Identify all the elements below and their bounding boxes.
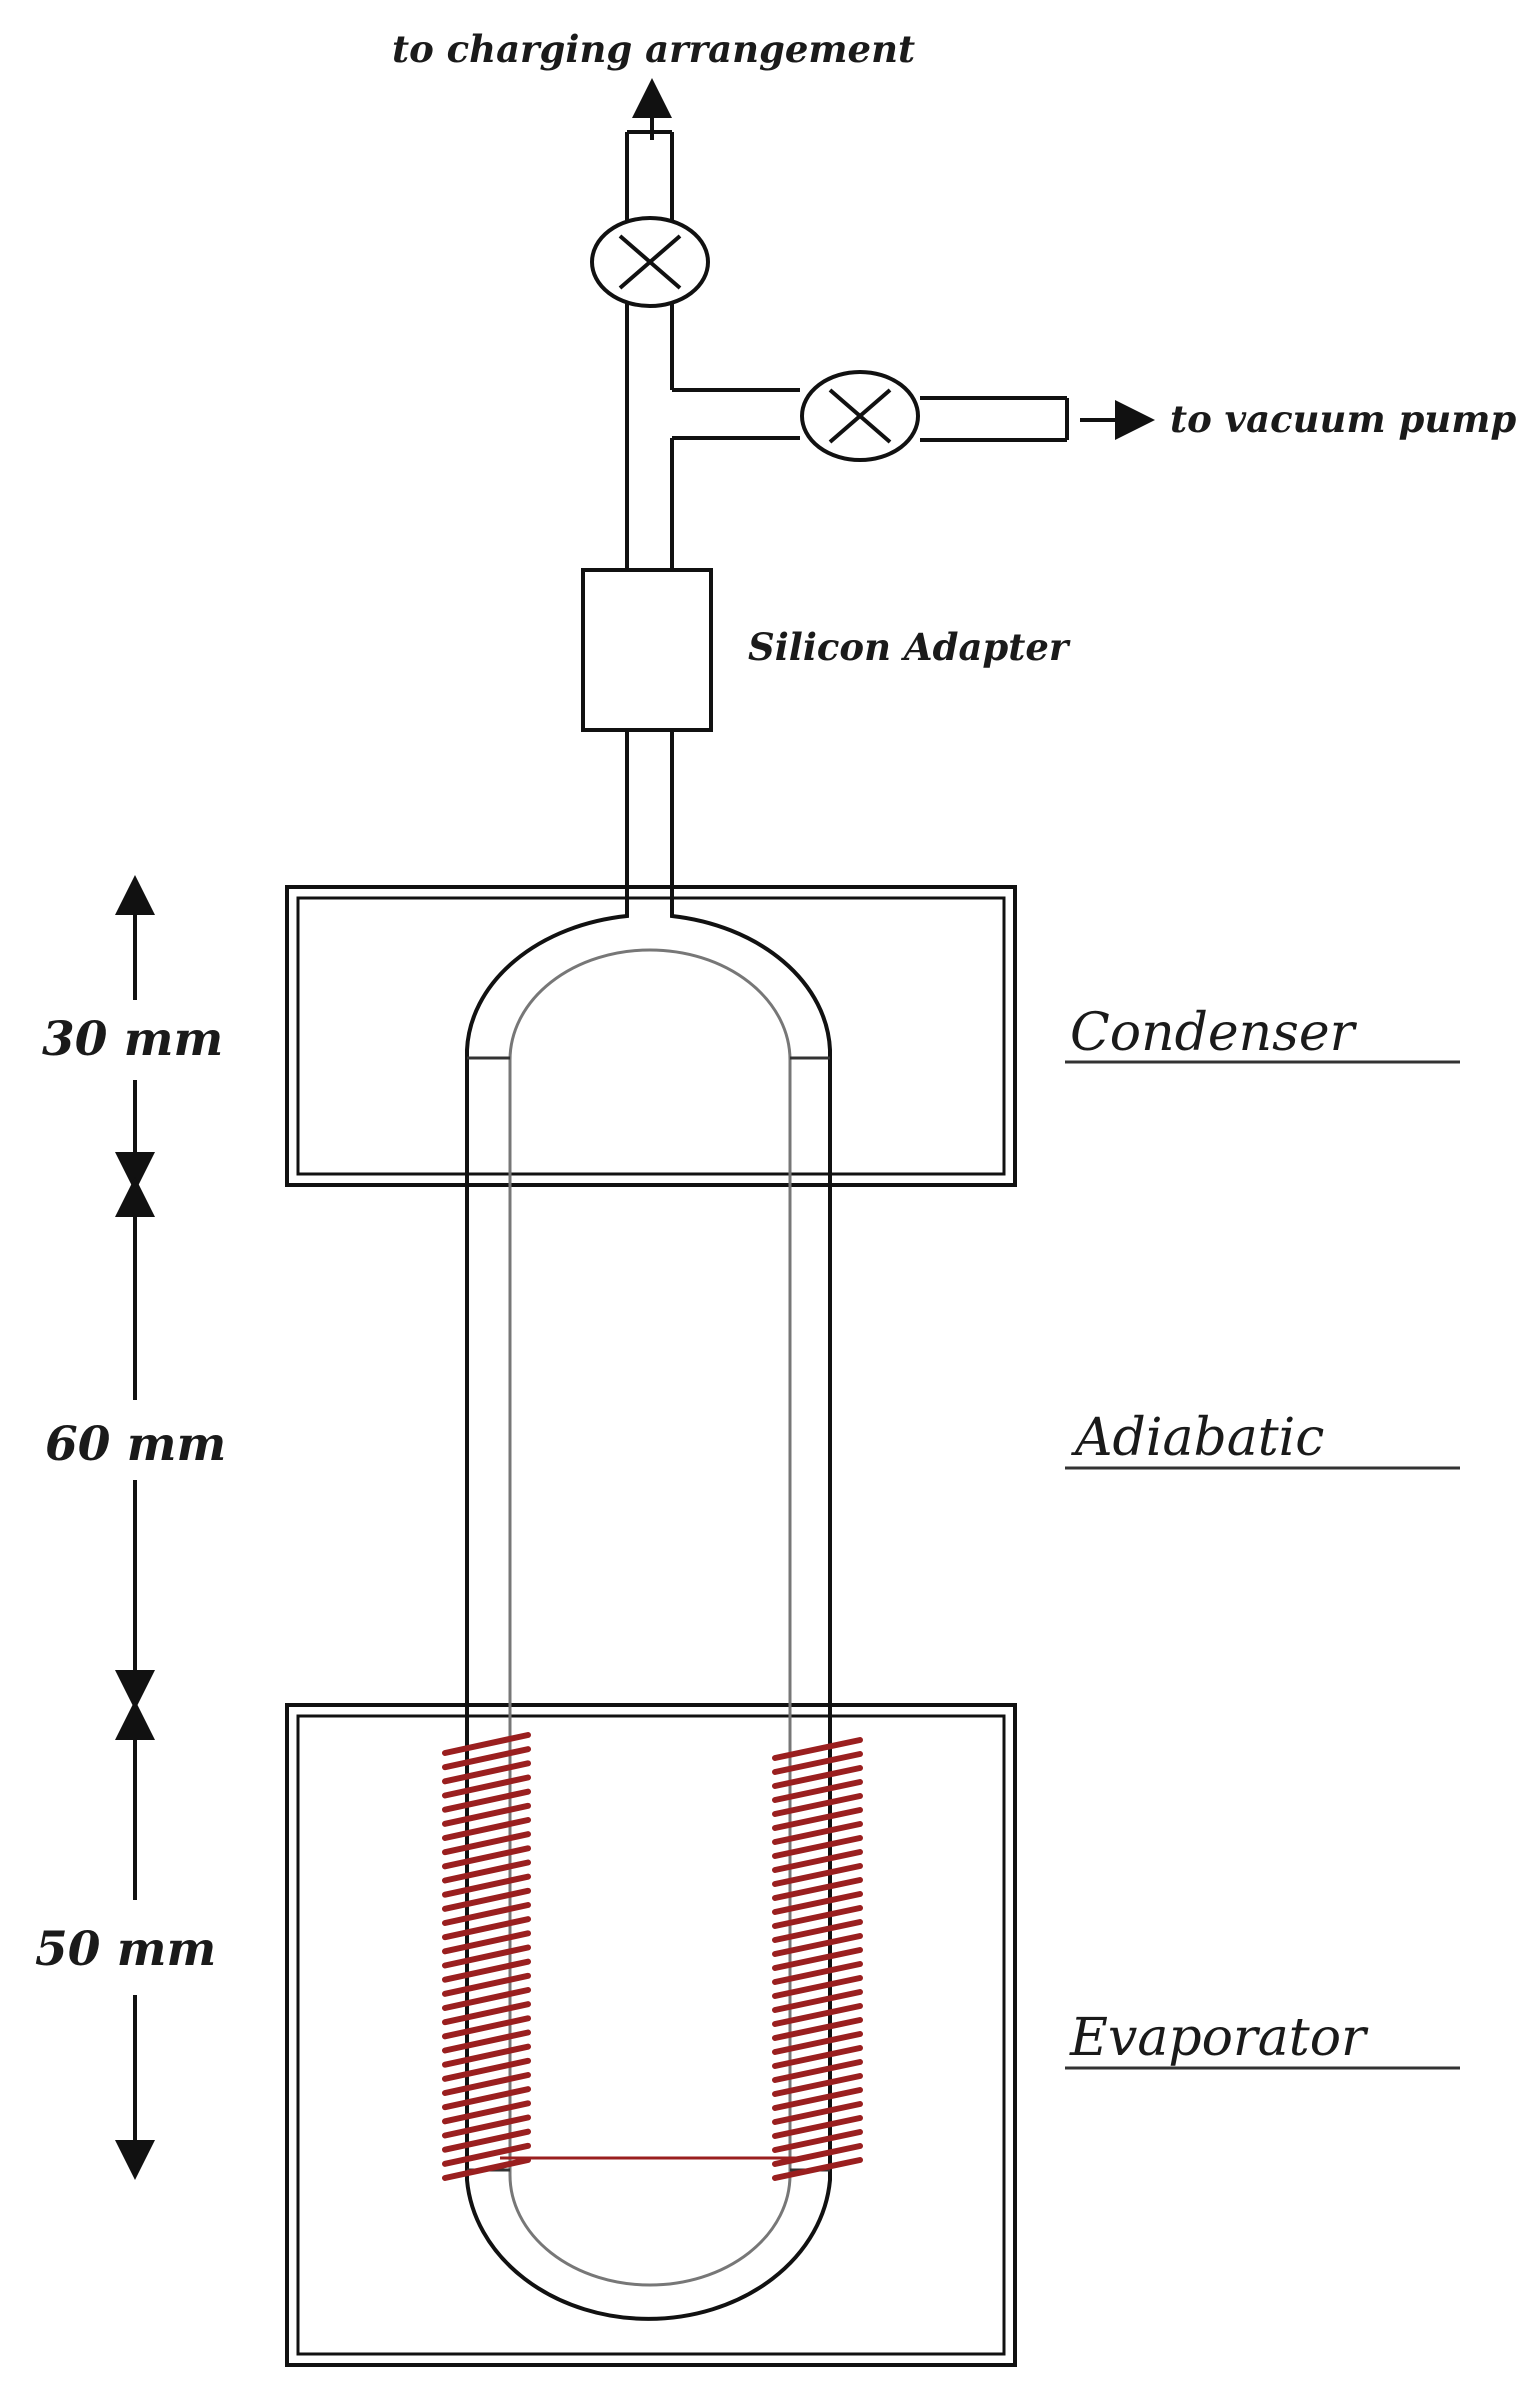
coil-winding	[772, 1821, 863, 1845]
adapter-label: Silicon Adapter	[748, 625, 1071, 669]
heat-pipe-loop	[465, 890, 832, 2321]
coil-winding	[772, 2157, 863, 2181]
evaporator-label: Evaporator	[1069, 2008, 1369, 2068]
coil-winding	[772, 2087, 863, 2111]
adiabatic-label: Adiabatic	[1071, 1408, 1324, 1468]
coil-winding	[772, 1961, 863, 1985]
coil-winding	[772, 1975, 863, 1999]
coil-winding	[772, 2115, 863, 2139]
coil-winding	[772, 1947, 863, 1971]
coil-winding	[442, 1774, 531, 1799]
coil-winding	[772, 2073, 863, 2097]
coil-winding	[772, 2143, 863, 2167]
coil-winding	[442, 1817, 531, 1841]
coil-winding	[442, 1873, 531, 1898]
dim-adiabatic: 60 mm	[45, 1417, 226, 1472]
coil-winding	[442, 2100, 531, 2125]
coil-winding	[772, 1737, 863, 1761]
coil-winding	[772, 1751, 863, 1775]
coil-winding	[442, 1916, 531, 1941]
coil-winding	[442, 1930, 531, 1955]
coil-winding	[772, 1891, 863, 1915]
coil-winding	[442, 1859, 531, 1884]
coil-winding	[772, 2003, 863, 2027]
coil-winding	[442, 1788, 531, 1813]
coil-winding	[772, 1905, 863, 1929]
coil-winding	[772, 1919, 863, 1943]
coil-winding	[442, 2114, 531, 2139]
coil-winding	[772, 1849, 863, 1873]
coil-winding	[772, 1863, 863, 1887]
coil-winding	[442, 2043, 531, 2068]
coil-winding	[442, 1760, 531, 1785]
coil-winding	[772, 1989, 863, 2013]
coil-winding	[772, 2129, 863, 2153]
coil-winding	[442, 2072, 531, 2096]
coil-winding	[442, 1831, 531, 1856]
vacuum-label: to vacuum pump	[1170, 397, 1516, 441]
coil-winding	[442, 1802, 531, 1827]
evaporator-box	[285, 1703, 1017, 2367]
coil-winding	[442, 2128, 531, 2153]
dim-condenser: 30 mm	[42, 1012, 223, 1067]
coil-winding	[442, 1887, 531, 1912]
heater-coil-icon	[772, 1737, 863, 2181]
coil-winding	[442, 2086, 531, 2111]
coil-winding	[772, 1779, 863, 1803]
coil-winding	[772, 2017, 863, 2041]
valve-icon	[590, 216, 710, 308]
coil-winding	[772, 2031, 863, 2055]
dim-evaporator: 50 mm	[35, 1922, 216, 1977]
coil-winding	[442, 1987, 531, 2011]
coil-winding	[442, 1732, 531, 1756]
vacuum-branch-tube	[672, 388, 1069, 442]
coil-winding	[772, 1793, 863, 1817]
coil-winding	[772, 2059, 863, 2083]
coil-winding	[442, 2157, 531, 2181]
coil-winding	[442, 2001, 531, 2026]
coil-winding	[772, 2045, 863, 2069]
valve-icon	[800, 370, 920, 462]
coil-winding	[442, 1972, 531, 1997]
silicon-adapter	[581, 568, 713, 732]
coil-winding	[772, 1835, 863, 1859]
heater-coil-icon	[442, 1732, 531, 2181]
condenser-label: Condenser	[1070, 1003, 1358, 1063]
coil-winding	[772, 1765, 863, 1789]
coil-winding	[442, 1902, 531, 1926]
coil-winding	[442, 2015, 531, 2040]
coil-winding	[442, 1958, 531, 1983]
coil-winding	[442, 1746, 531, 1771]
coil-winding	[442, 1845, 531, 1870]
coil-winding	[772, 2101, 863, 2125]
coil-winding	[772, 1807, 863, 1831]
coil-winding	[442, 2142, 531, 2167]
charging-label: to charging arrangement	[392, 27, 915, 71]
coil-winding	[442, 1944, 531, 1969]
condenser-box	[285, 885, 1017, 1187]
coil-winding	[442, 2029, 531, 2054]
coil-winding	[772, 1933, 863, 1957]
coil-winding	[772, 1877, 863, 1901]
coil-winding	[442, 2057, 531, 2082]
